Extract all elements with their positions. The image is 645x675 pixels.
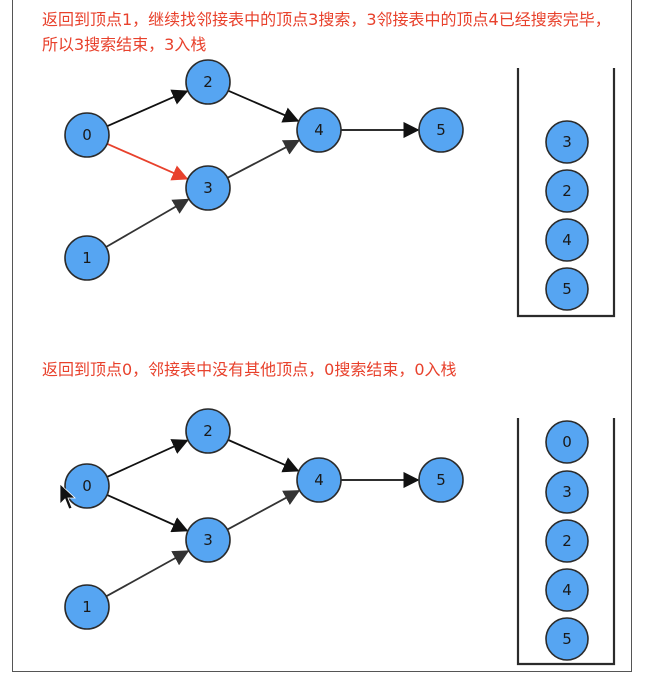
- stack-item-label: 2: [562, 182, 572, 200]
- node-label: 4: [314, 471, 324, 489]
- node-label: 5: [436, 471, 446, 489]
- stack-item-5: 5: [545, 617, 589, 661]
- node-circle: [185, 59, 231, 105]
- node-label: 3: [203, 531, 213, 549]
- node-circle: [296, 107, 342, 153]
- stack-item-0: 0: [545, 420, 589, 464]
- edge-0-to-2: [106, 439, 189, 478]
- step1-caption: 返回到顶点1，继续找邻接表中的顶点3搜索，3邻接表中的顶点4已经搜索完毕，所以3…: [42, 10, 611, 54]
- node-circle: [185, 517, 231, 563]
- stack-item-4: 4: [545, 568, 589, 612]
- node-circle: [64, 112, 110, 158]
- node-circle: [296, 457, 342, 503]
- node-label: 1: [82, 598, 92, 616]
- stack-item-circle: [545, 169, 589, 213]
- graph-node-2: 2: [185, 408, 231, 454]
- stack-item-label: 3: [562, 133, 572, 151]
- edge-0-to-3: [106, 143, 189, 181]
- stack-item-label: 3: [562, 483, 572, 501]
- stack-item-circle: [545, 568, 589, 612]
- graph-node-4: 4: [296, 107, 342, 153]
- node-circle: [185, 408, 231, 454]
- stack-item-2: 2: [545, 519, 589, 563]
- stack-item-label: 5: [562, 280, 572, 298]
- node-circle: [418, 457, 464, 503]
- graph-node-4: 4: [296, 457, 342, 503]
- stack-item-2: 2: [545, 169, 589, 213]
- edge-3-to-4: [226, 490, 301, 531]
- node-label: 2: [203, 73, 213, 91]
- stack-item-3: 3: [545, 120, 589, 164]
- stack-item-circle: [545, 420, 589, 464]
- stack-item-circle: [545, 218, 589, 262]
- stack-item-label: 5: [562, 630, 572, 648]
- edge-2-to-4: [227, 89, 300, 123]
- edge-2-to-4: [227, 439, 300, 473]
- node-circle: [64, 235, 110, 281]
- graph-node-3: 3: [185, 517, 231, 563]
- stack-item-circle: [545, 519, 589, 563]
- graph-node-1: 1: [64, 235, 110, 281]
- node-label: 0: [82, 126, 92, 144]
- step2-graph: 0 1 2 3 4 5: [64, 408, 464, 630]
- node-circle: [64, 463, 110, 509]
- stack-item-circle: [545, 617, 589, 661]
- edge-1-to-3: [105, 550, 190, 598]
- mouse-pointer-icon: [59, 483, 77, 510]
- stack-container: [516, 418, 616, 666]
- stack-item-label: 0: [562, 433, 572, 451]
- edge-0-to-2: [106, 89, 189, 127]
- graph-node-0: 0: [64, 112, 110, 158]
- stack-item-label: 4: [562, 581, 572, 599]
- step2-caption: 返回到顶点0，邻接表中没有其他顶点，0搜索结束，0入栈: [42, 360, 457, 379]
- node-label: 0: [82, 477, 92, 495]
- node-circle: [418, 107, 464, 153]
- step1-stack: 3 2 4 5: [516, 68, 616, 318]
- node-circle: [185, 165, 231, 211]
- stack-item-circle: [545, 120, 589, 164]
- stack-item-5: 5: [545, 267, 589, 311]
- node-label: 5: [436, 121, 446, 139]
- step2-stack: 0 3 2 4 5: [516, 418, 616, 666]
- stack-item-3: 3: [545, 470, 589, 514]
- stack-item-circle: [545, 470, 589, 514]
- edge-0-to-3: [106, 494, 189, 533]
- figure-frame: [12, 0, 632, 672]
- stack-item-4: 4: [545, 218, 589, 262]
- node-label: 3: [203, 179, 213, 197]
- graph-node-3: 3: [185, 165, 231, 211]
- stack-item-circle: [545, 267, 589, 311]
- graph-node-0: 0: [64, 463, 110, 509]
- graph-node-5: 5: [418, 107, 464, 153]
- stack-container: [516, 68, 616, 318]
- step1-graph: 0 1 2 3 4 5: [64, 59, 464, 281]
- node-label: 4: [314, 121, 324, 139]
- node-circle: [64, 584, 110, 630]
- stack-item-label: 4: [562, 231, 572, 249]
- graph-node-1: 1: [64, 584, 110, 630]
- graph-node-5: 5: [418, 457, 464, 503]
- edge-1-to-3: [105, 198, 190, 248]
- node-label: 2: [203, 422, 213, 440]
- edge-3-to-4: [227, 139, 301, 179]
- stack-item-label: 2: [562, 532, 572, 550]
- graph-node-2: 2: [185, 59, 231, 105]
- node-label: 1: [82, 249, 92, 267]
